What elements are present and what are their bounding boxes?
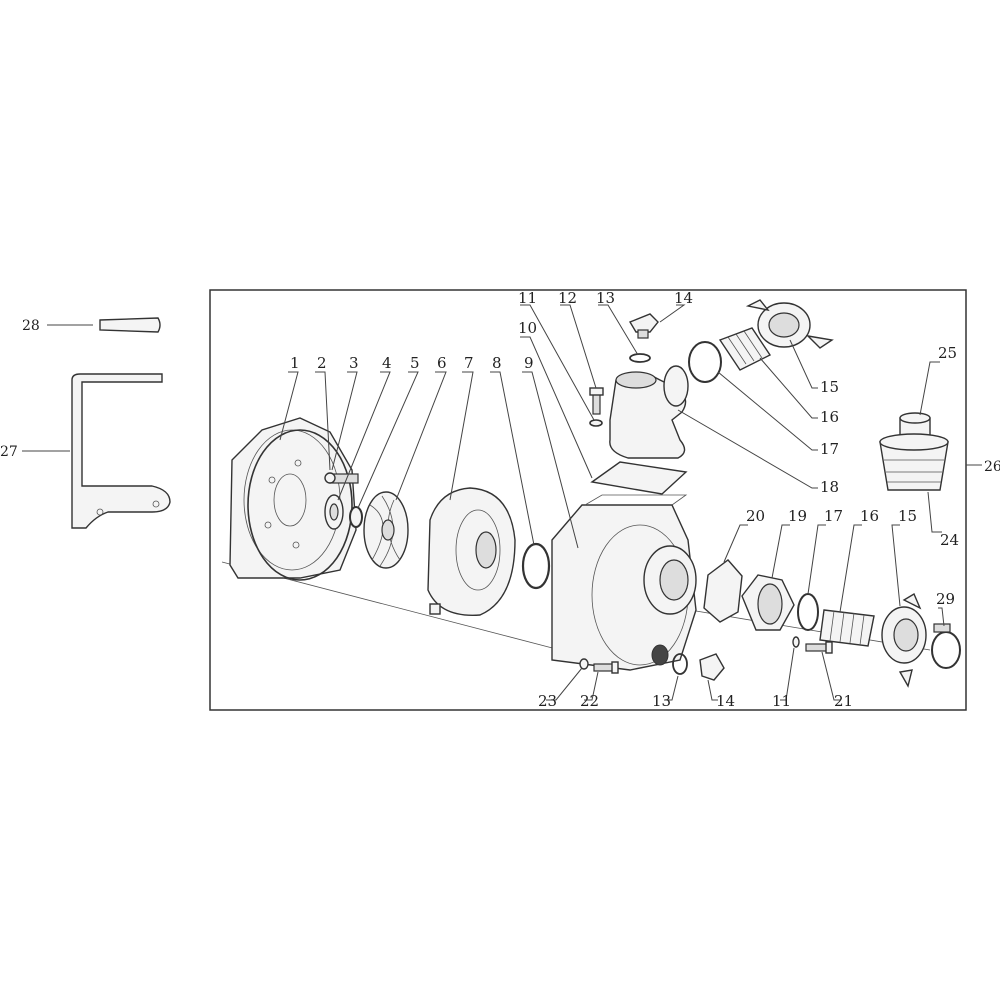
part-28-pin bbox=[99, 317, 161, 333]
body-drain-port bbox=[651, 644, 669, 666]
part-5-washer bbox=[349, 506, 363, 528]
part-10-flange-gasket bbox=[590, 461, 688, 495]
callout-11-top: 11 bbox=[518, 289, 537, 307]
callout-17-top: 17 bbox=[820, 440, 839, 458]
part-21-bolt bbox=[805, 641, 833, 654]
part-22-bolt bbox=[593, 661, 619, 674]
part-2-gasket bbox=[247, 429, 353, 581]
callout-23: 23 bbox=[538, 692, 557, 710]
leader-lines bbox=[279, 304, 945, 701]
part-17-ring-right bbox=[797, 593, 819, 631]
part-12-bolt bbox=[589, 387, 604, 415]
part-24-strainer-basket bbox=[879, 433, 949, 491]
part-15-coupling-top bbox=[745, 299, 834, 349]
callout-15-right: 15 bbox=[898, 507, 917, 525]
part-23-washer bbox=[579, 658, 589, 670]
part-18-outlet-elbow bbox=[609, 365, 689, 459]
callout-13-top: 13 bbox=[596, 289, 615, 307]
callout-12: 12 bbox=[558, 289, 577, 307]
callout-8: 8 bbox=[492, 354, 502, 372]
diagram-frame bbox=[209, 289, 967, 711]
part-19-inlet-flange bbox=[741, 574, 795, 631]
callout-13-bottom: 13 bbox=[652, 692, 671, 710]
callout-18: 18 bbox=[820, 478, 839, 496]
part-6-impeller bbox=[363, 491, 409, 569]
callout-9: 9 bbox=[524, 354, 534, 372]
callout-16-right: 16 bbox=[860, 507, 879, 525]
callout-5: 5 bbox=[410, 354, 420, 372]
callout-28: 28 bbox=[22, 318, 40, 334]
callout-4: 4 bbox=[382, 354, 392, 372]
callout-14-bottom: 14 bbox=[716, 692, 735, 710]
callout-3: 3 bbox=[349, 354, 359, 372]
part-13-o-ring-top bbox=[629, 353, 651, 363]
part-8-o-ring bbox=[521, 542, 551, 590]
callout-25: 25 bbox=[938, 344, 957, 362]
callout-2: 2 bbox=[317, 354, 327, 372]
callout-24: 24 bbox=[940, 531, 959, 549]
callout-19: 19 bbox=[788, 507, 807, 525]
part-11-washer-bottom bbox=[792, 636, 800, 648]
callout-22: 22 bbox=[580, 692, 599, 710]
part-20-gasket bbox=[703, 559, 743, 623]
part-4-seal bbox=[324, 494, 344, 530]
part-14-plug-top bbox=[628, 313, 659, 339]
part-11-washer-top bbox=[589, 419, 603, 427]
part-7-volute bbox=[427, 487, 516, 616]
callout-16-top: 16 bbox=[820, 408, 839, 426]
part-27-wrench bbox=[71, 373, 171, 529]
callout-10: 10 bbox=[518, 319, 537, 337]
callout-17-right: 17 bbox=[824, 507, 843, 525]
part-29-hose-clamp bbox=[931, 623, 961, 669]
callout-27: 27 bbox=[0, 444, 18, 460]
callout-7: 7 bbox=[464, 354, 474, 372]
part-14-plug-bottom bbox=[699, 653, 725, 681]
part-17-ring-top bbox=[688, 341, 722, 383]
callout-21: 21 bbox=[834, 692, 853, 710]
callout-29: 29 bbox=[936, 590, 955, 608]
callout-6: 6 bbox=[437, 354, 447, 372]
callout-20: 20 bbox=[746, 507, 765, 525]
part-15-coupling-right bbox=[881, 592, 927, 688]
callout-15-top: 15 bbox=[820, 378, 839, 396]
callout-14-top: 14 bbox=[674, 289, 693, 307]
callout-11-bottom: 11 bbox=[772, 692, 791, 710]
part-13-o-ring-bottom bbox=[672, 653, 688, 675]
part-16-hose-nipple-top bbox=[718, 327, 772, 371]
part-9-pump-body bbox=[551, 494, 697, 671]
part-3-bolt bbox=[324, 472, 359, 484]
callout-26: 26 bbox=[984, 459, 1000, 475]
callout-1: 1 bbox=[290, 354, 300, 372]
part-16-hose-nipple-right bbox=[819, 609, 875, 647]
